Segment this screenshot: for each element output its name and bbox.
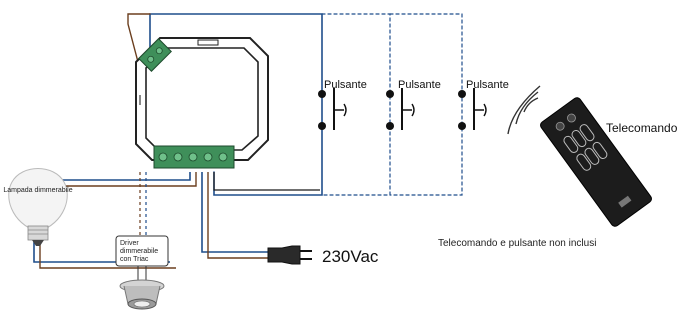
- remote-control: [540, 97, 652, 227]
- spotlight: [119, 266, 165, 310]
- mains-plug: [267, 245, 312, 265]
- signal-waves-icon: [507, 85, 541, 135]
- driver-box: [115, 235, 169, 267]
- driver-label-line2: dimmerabile: [120, 248, 158, 255]
- voltage-label: 230Vac: [322, 247, 379, 266]
- pushbutton-label-3: Pulsante: [466, 79, 509, 91]
- note-text: Telecomando e pulsante non inclusi: [438, 238, 596, 249]
- pushbutton-3: [458, 88, 487, 130]
- wire-mains: [201, 172, 320, 259]
- pushbutton-label-1: Pulsante: [324, 79, 367, 91]
- driver-label-line1: Driver: [120, 240, 139, 247]
- lamp-bulb: [8, 168, 68, 246]
- top-terminal: [138, 38, 172, 72]
- pushbutton-label-2: Pulsante: [398, 79, 441, 91]
- remote-label: Telecomando: [606, 121, 678, 135]
- driver-label-line3: con Triac: [120, 256, 149, 263]
- wire-top-loop: [127, 13, 463, 196]
- dimmer-module: [135, 37, 269, 169]
- wire-driver: [139, 172, 147, 236]
- pushbutton-2: [386, 88, 415, 130]
- pushbutton-1: [318, 88, 347, 130]
- terminal-block: [153, 145, 235, 169]
- lamp-label: Lampada dimmerabile: [3, 187, 72, 194]
